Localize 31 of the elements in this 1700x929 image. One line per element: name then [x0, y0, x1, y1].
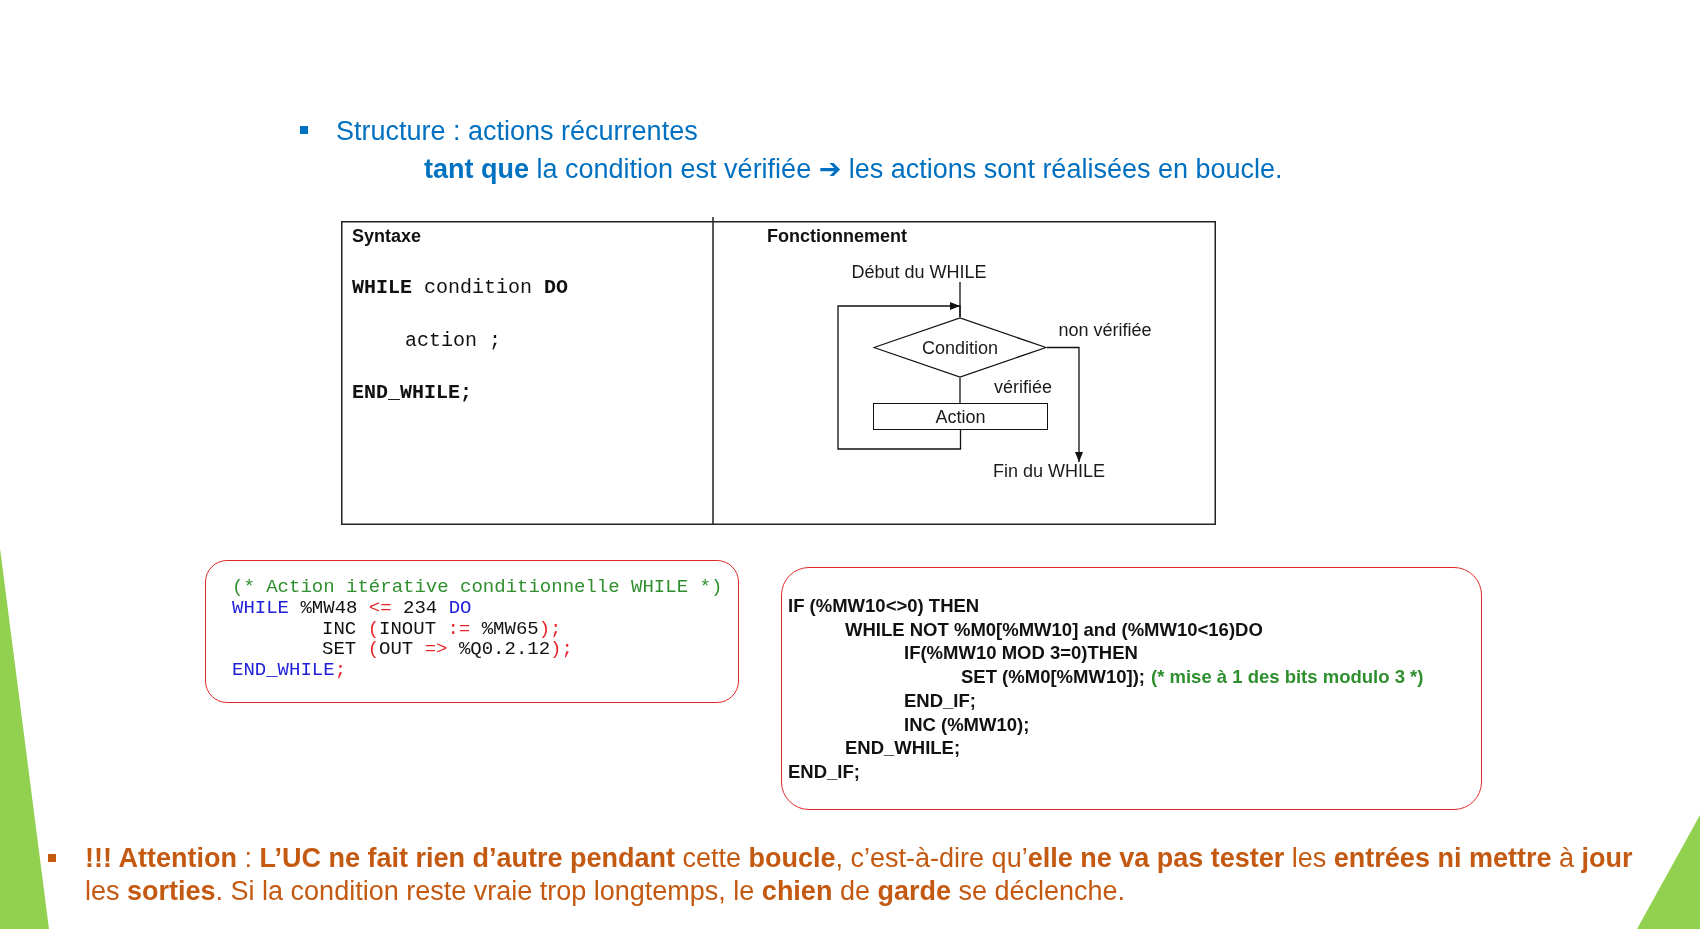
code-line: END_WHILE; [845, 736, 961, 760]
code-panel [781, 567, 1482, 810]
code-line: INC (INOUT := %MW65); [322, 618, 562, 640]
arrow [837, 302, 962, 450]
heading-text: tant que la condition est vérifiée ➔ les actions sont réalisées en boucle. [424, 153, 1283, 185]
code-line: WHILE NOT %M0[%MW10] and (%MW10<16)DO [845, 617, 1263, 642]
code-line: WHILE condition DO [352, 277, 569, 299]
code-line: SET (%M0[%MW10]); [961, 665, 1145, 689]
code-panel [205, 560, 739, 703]
code-line: WHILE %MW48 <= 234 DO [232, 597, 472, 619]
flow-label: Début du WHILE [851, 263, 987, 282]
heading-text: Structure : actions récurrentes [336, 115, 698, 147]
column-heading: Fonctionnement [767, 226, 907, 246]
connector-line [959, 377, 961, 404]
flow-label: Fin du WHILE [993, 462, 1105, 481]
code-comment: (* mise à 1 des bits modulo 3 *) [1151, 665, 1424, 689]
code-line: END_IF; [904, 688, 976, 713]
warning-text: !!! Attention : L’UC ne fait rien d’autre pendant cette boucle, c’est-à-dire qu’elle ne va pas tester les entrées ni mettre à jour les sorties. Si la condition reste vraie trop longtemps, le chien de garde se déclenche. [85, 842, 1634, 908]
arrow [1046, 346, 1083, 463]
code-line: END_IF; [788, 759, 860, 784]
code-line: IF(%MW10 MOD 3=0)THEN [904, 641, 1138, 666]
code-line: IF (%MW10<>0) THEN [788, 594, 980, 618]
code-line: action ; [405, 330, 501, 352]
code-line: (* Action itérative conditionnelle WHILE *) [232, 577, 723, 598]
code-line: SET (OUT => %Q0.2.12); [322, 639, 573, 661]
code-line: INC (%MW10); [904, 712, 1030, 737]
code-line: END_WHILE; [352, 382, 473, 404]
column-heading: Syntaxe [352, 226, 422, 246]
code-line: END_WHILE; [232, 660, 347, 681]
node-label: Condition [921, 337, 999, 358]
process-box: Action [873, 403, 1048, 430]
